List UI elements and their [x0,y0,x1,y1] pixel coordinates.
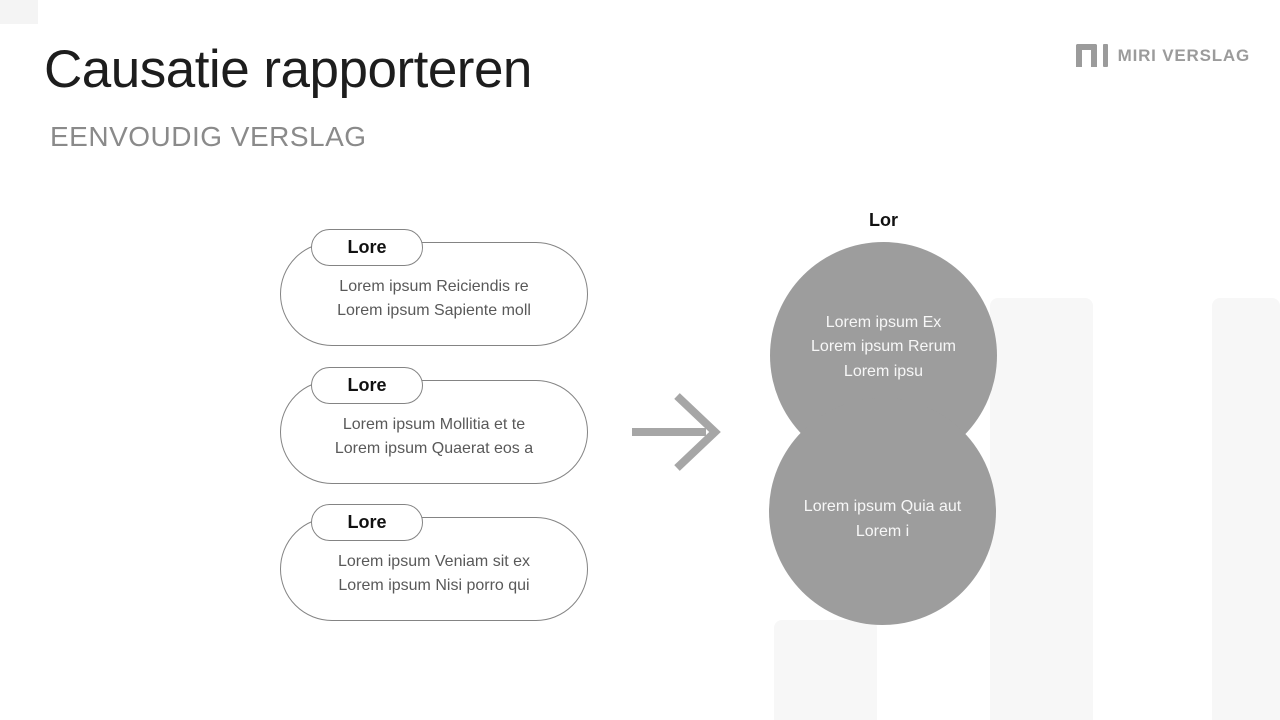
process-pill-1: Lore Lorem ipsum Reiciendis re Lorem ips… [280,229,588,346]
circle-text-line: Lorem ipsu [843,362,924,380]
pill-text-line: Lorem ipsum Veniam sit ex [337,552,531,570]
brand-logo: MIRI VERSLAG [1075,44,1250,67]
pill-tag: Lore [311,504,423,541]
pill-tag: Lore [311,367,423,404]
process-pill-3: Lore Lorem ipsum Veniam sit ex Lorem ips… [280,504,588,621]
right-arrow-icon [632,393,721,471]
pill-text-line: Lorem ipsum Mollitia et te [342,415,526,433]
background-bar [990,298,1093,720]
circle-text-line: Lorem i [855,522,910,540]
page-subtitle: EENVOUDIG VERSLAG [50,121,367,152]
result-circle-2: Lorem ipsum Quia aut Lorem i [769,398,996,625]
process-pill-2: Lore Lorem ipsum Mollitia et te Lorem ip… [280,367,588,484]
pill-text-line: Lorem ipsum Reiciendis re [339,277,529,295]
pill-text-line: Lorem ipsum Quaerat eos a [334,440,534,457]
circle-text-line: Lorem ipsum Rerum [811,338,956,356]
pill-tag-label: Lore [347,512,387,532]
pill-tag-label: Lore [347,237,387,257]
pill-text-line: Lorem ipsum Nisi porro qui [338,577,530,594]
background-bar [1212,298,1280,720]
circles-label: Lor [869,210,898,230]
logo-arch-icon [1075,44,1097,67]
corner-artifact [0,0,38,24]
background-bar [774,620,877,720]
logo-bar-icon [1102,44,1108,67]
brand-name: MIRI VERSLAG [1117,45,1250,65]
pill-tag: Lore [311,229,423,266]
pill-text-line: Lorem ipsum Sapiente moll [337,302,531,319]
circle-text-line: Lorem ipsum Quia aut [803,498,962,515]
circle-text-line: Lorem ipsum Ex [825,313,942,331]
page-title: Causatie rapporteren [44,40,532,99]
pill-tag-label: Lore [347,375,387,395]
